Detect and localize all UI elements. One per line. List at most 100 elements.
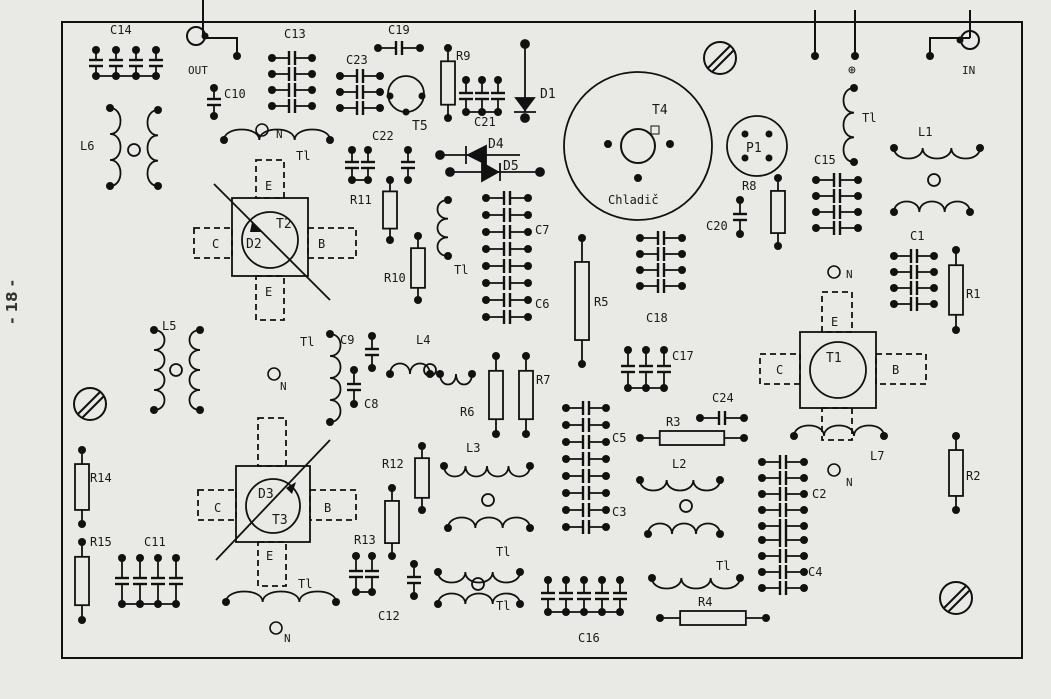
svg-text:Tl: Tl	[496, 599, 510, 613]
svg-text:L6: L6	[80, 139, 94, 153]
svg-text:B: B	[318, 237, 325, 251]
svg-text:C: C	[212, 237, 219, 251]
c14-capacitors	[89, 46, 163, 80]
choke-mid	[436, 196, 452, 260]
c5-capacitors	[562, 401, 610, 466]
c8-capacitor	[347, 366, 361, 408]
svg-text:L4: L4	[416, 333, 430, 347]
r8-resistor	[770, 174, 786, 250]
r2-resistor	[948, 432, 964, 514]
svg-text:D3: D3	[258, 487, 274, 502]
l1-coil-top	[890, 144, 984, 160]
svg-text:C5: C5	[612, 431, 626, 445]
d5-diode	[445, 161, 545, 183]
svg-text:C21: C21	[474, 115, 496, 129]
r13-resistor	[384, 484, 400, 560]
svg-text:C4: C4	[808, 565, 822, 579]
cooler-label: Chladič	[608, 193, 659, 207]
t1-transistor	[759, 291, 927, 441]
out-connector: OUT	[186, 26, 241, 77]
choke-right	[648, 574, 744, 590]
l5-coil-left	[150, 326, 166, 414]
centre-rings	[127, 143, 941, 591]
svg-text:C24: C24	[712, 391, 734, 405]
svg-text:R6: R6	[460, 405, 474, 419]
c20-capacitor	[733, 196, 747, 238]
l2-coil-b	[644, 522, 724, 538]
svg-text:C20: C20	[706, 219, 728, 233]
svg-text:R14: R14	[90, 471, 112, 485]
svg-text:R10: R10	[384, 271, 406, 285]
c22b-capacitor	[401, 146, 415, 184]
c4-capacitors	[758, 533, 808, 595]
svg-text:N: N	[846, 476, 853, 489]
r4-resistor	[656, 610, 770, 626]
c7-capacitors	[482, 191, 532, 273]
svg-text:Tl: Tl	[496, 545, 510, 559]
svg-text:C12: C12	[378, 609, 400, 623]
t3-choke	[222, 590, 340, 606]
l3-coil	[440, 462, 534, 478]
c13-capacitors	[268, 51, 316, 113]
svg-text:C: C	[776, 363, 783, 377]
svg-text:C6: C6	[535, 297, 549, 311]
svg-text:D4: D4	[488, 137, 504, 152]
c9-capacitor	[365, 332, 379, 372]
svg-text:C18: C18	[646, 311, 668, 325]
choke-lower-2	[434, 592, 524, 608]
r12-resistor	[414, 442, 430, 514]
svg-text:C13: C13	[284, 27, 306, 41]
svg-text:R3: R3	[666, 415, 680, 429]
t2-transistor	[193, 159, 357, 321]
in-connector: IN	[926, 30, 980, 77]
svg-text:T5: T5	[412, 119, 428, 134]
svg-text:C15: C15	[814, 153, 836, 167]
svg-text:Tl: Tl	[862, 111, 876, 125]
l2-coil	[636, 476, 724, 492]
svg-text:E: E	[831, 315, 838, 329]
c23-capacitors	[336, 69, 384, 115]
out-label: OUT	[188, 64, 208, 77]
svg-text:R15: R15	[90, 535, 112, 549]
c15-capacitors	[812, 173, 862, 235]
r3-resistor	[636, 430, 748, 446]
l4-coil-right	[436, 370, 476, 386]
svg-text:C8: C8	[364, 397, 378, 411]
l3-coil-b	[444, 516, 534, 532]
svg-text:B: B	[892, 363, 899, 377]
svg-text:R2: R2	[966, 469, 980, 483]
l6-coil-right	[146, 106, 162, 190]
mounting-screw	[939, 581, 973, 615]
svg-text:D2: D2	[246, 237, 262, 252]
svg-text:C11: C11	[144, 535, 166, 549]
plus-label: ⊕	[848, 63, 856, 78]
svg-text:C22: C22	[372, 129, 394, 143]
r5-resistor	[574, 234, 590, 368]
mounting-screw	[703, 41, 737, 75]
c1-capacitors	[890, 249, 938, 311]
component-labels: C14 C10 C13 C19 C23 R9 C21 C22 R11 R10 C…	[80, 23, 980, 645]
svg-text:T2: T2	[276, 217, 292, 232]
svg-text:L1: L1	[918, 125, 932, 139]
r11-resistor	[382, 176, 398, 244]
svg-text:R13: R13	[354, 533, 376, 547]
svg-text:T3: T3	[272, 513, 288, 528]
component-layer	[74, 41, 984, 626]
r15-resistor	[74, 538, 90, 624]
svg-text:N: N	[280, 380, 287, 393]
svg-text:C7: C7	[535, 223, 549, 237]
svg-text:C19: C19	[388, 23, 410, 37]
svg-text:Tl: Tl	[300, 335, 314, 349]
c10-capacitor	[207, 84, 221, 120]
svg-text:R8: R8	[742, 179, 756, 193]
n-markers: N N N N N	[255, 123, 853, 645]
svg-text:N: N	[284, 632, 291, 645]
svg-text:R9: R9	[456, 49, 470, 63]
svg-text:L3: L3	[466, 441, 480, 455]
c16-capacitors	[541, 576, 627, 616]
svg-text:D1: D1	[540, 87, 556, 102]
svg-text:C9: C9	[340, 333, 354, 347]
c17-capacitors	[621, 346, 671, 392]
l5-coil-right	[188, 326, 204, 414]
